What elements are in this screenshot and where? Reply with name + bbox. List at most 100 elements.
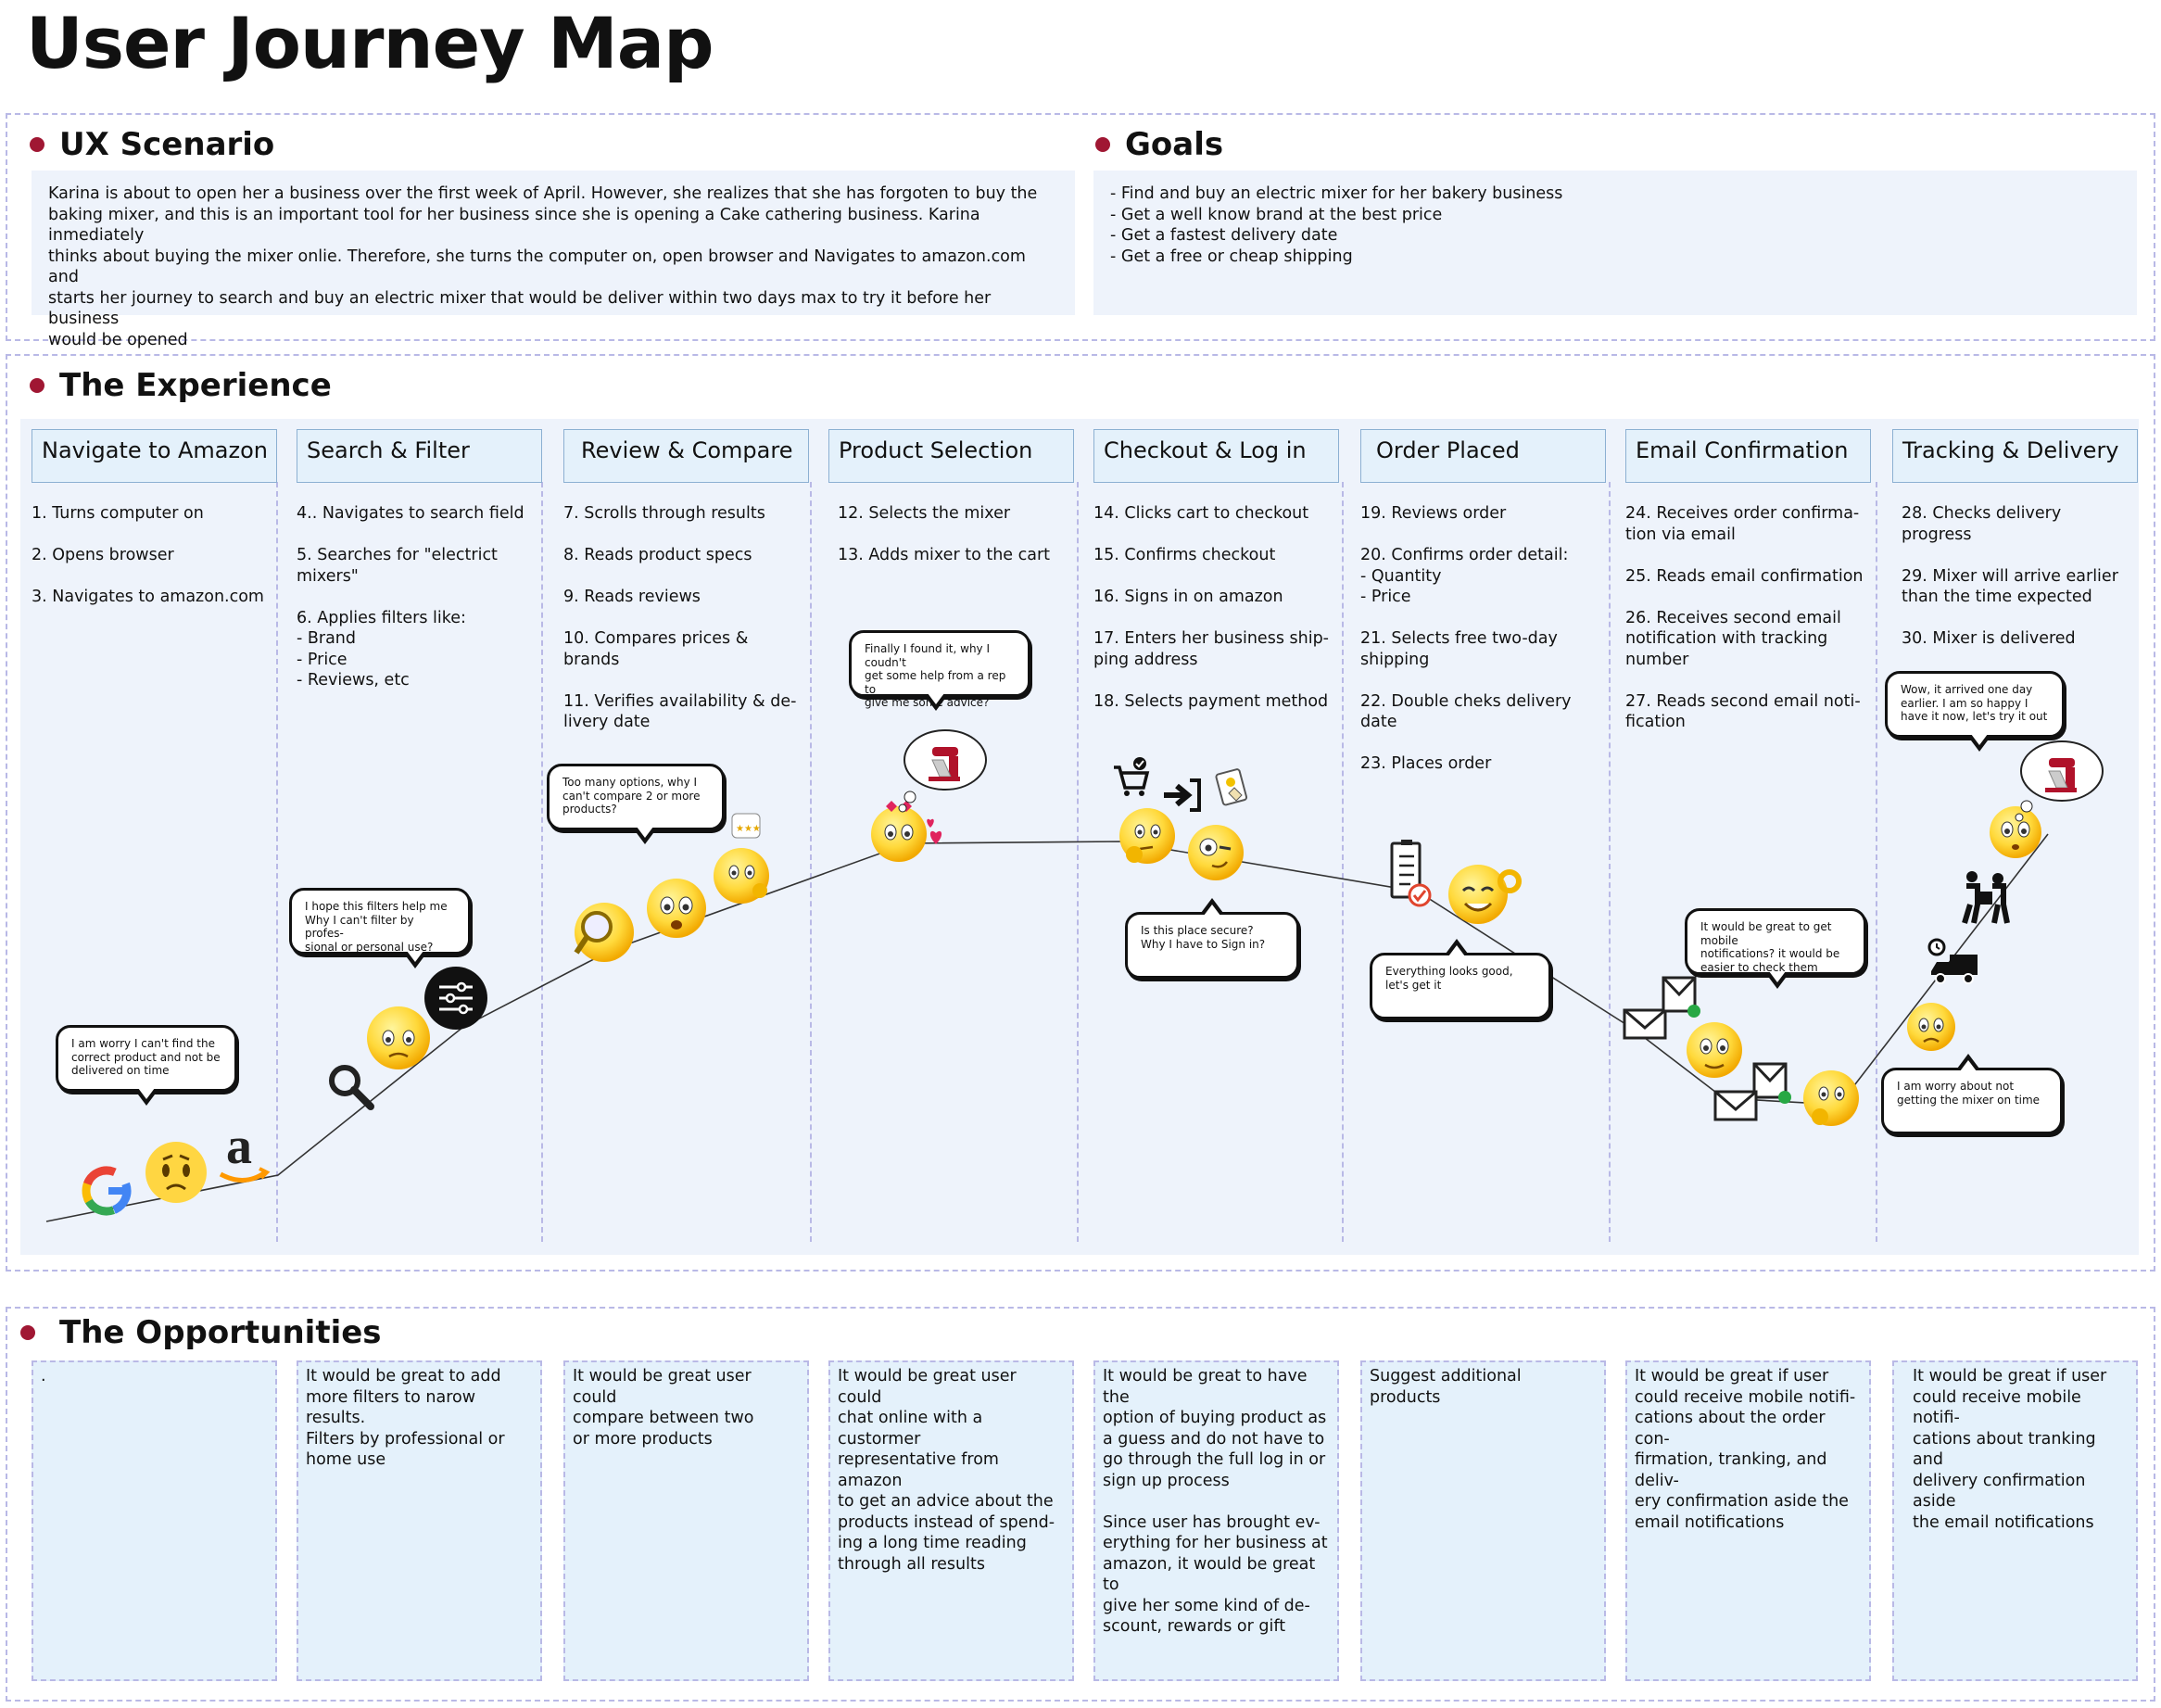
steps-selection: 12. Selects the mixer 13. Adds mixer to … <box>838 504 1051 564</box>
heart-icon <box>927 818 942 844</box>
opportunity-card: It would be great if user could receive … <box>1892 1360 2138 1681</box>
column-divider <box>1342 482 1344 1242</box>
email-icon <box>1623 1008 1667 1040</box>
experience-heading-text: The Experience <box>59 367 332 404</box>
column-divider <box>1609 482 1611 1242</box>
email-icon <box>1752 1062 1791 1104</box>
column-divider <box>810 482 812 1242</box>
column-divider <box>276 482 278 1242</box>
magnifier-icon <box>329 1065 374 1110</box>
steps-search: 4.. Navigates to search field 5. Searche… <box>297 504 524 690</box>
bubble-tail <box>1201 898 1223 913</box>
bubble-tail <box>1766 971 1788 989</box>
worried-emoji <box>1907 1003 1955 1051</box>
goals-heading-text: Goals <box>1125 126 1224 163</box>
experience-frame <box>6 354 2155 1272</box>
bullet-dot <box>30 137 44 152</box>
magnifier-emoji <box>574 903 634 962</box>
surprised-emoji <box>1990 806 2041 858</box>
svg-text:a: a <box>226 1118 252 1175</box>
bubble-tail <box>1968 734 1990 752</box>
filter-icon <box>424 967 487 1030</box>
stage-review: Review & Compare <box>563 429 809 483</box>
steps-order: 19. Reviews order 20. Confirms order det… <box>1360 504 1572 773</box>
svg-text:★★★: ★★★ <box>736 824 761 834</box>
thought-bubble: Wow, it arrived one day earlier. I am so… <box>1885 671 2065 738</box>
goals-heading: Goals <box>1095 126 1223 163</box>
scenario-panel: Karina is about to open her a business o… <box>32 171 1075 349</box>
column-divider <box>1876 482 1877 1242</box>
page-title: User Journey Map <box>26 2 714 84</box>
thought-bubble: I am worry I can't find the correct prod… <box>56 1025 237 1092</box>
steps-checkout: 14. Clicks cart to checkout 15. Confirms… <box>1093 504 1329 711</box>
steps-email: 24. Receives order confirma- tion via em… <box>1625 504 1864 731</box>
goal-item: - Find and buy an electric mixer for her… <box>1110 184 1563 203</box>
steps-review: 7. Scrolls through results 8. Reads prod… <box>563 504 797 731</box>
column-divider <box>1077 482 1079 1242</box>
bubble-tail <box>1446 939 1468 954</box>
experience-heading: The Experience <box>30 367 332 404</box>
opportunity-card: It would be great to have the option of … <box>1093 1360 1339 1681</box>
goals-list: - Find and buy an electric mixer for her… <box>1093 171 2137 280</box>
opportunity-card: It would be great user could chat online… <box>828 1360 1074 1681</box>
stage-navigate: Navigate to Amazon <box>32 429 277 483</box>
stage-checkout: Checkout & Log in <box>1093 429 1339 483</box>
experience-background <box>20 419 2139 1255</box>
stage-order: Order Placed <box>1360 429 1606 483</box>
mixer-thought-icon <box>2015 740 2104 822</box>
stage-selection: Product Selection <box>828 429 1074 483</box>
stage-tracking: Tracking & Delivery <box>1892 429 2138 483</box>
opportunity-card: It would be great user could compare bet… <box>563 1360 809 1681</box>
thought-bubble: I hope this filters help me Why I can't … <box>289 888 471 955</box>
email-icon <box>1662 976 1700 1018</box>
bullet-dot <box>20 1325 35 1340</box>
rating-note-icon: ★★★ <box>731 813 761 839</box>
nervous-emoji <box>367 1006 430 1069</box>
thought-bubble: Is this place secure? Why I have to Sign… <box>1125 912 1299 979</box>
mixer-thought-icon <box>898 729 987 813</box>
surprised-emoji <box>647 879 706 938</box>
scenario-heading: UX Scenario <box>30 126 274 163</box>
email-icon <box>1713 1090 1758 1121</box>
delivery-truck-icon <box>1927 938 1978 984</box>
relieved-emoji <box>1687 1022 1742 1078</box>
bullet-dot <box>30 378 44 393</box>
opportunities-heading: The Opportunities <box>20 1314 382 1351</box>
thought-bubble: It would be great to get mobile notifica… <box>1685 908 1866 975</box>
steps-tracking: 28. Checks delivery progress 29. Mixer w… <box>1902 504 2118 648</box>
cart-icon <box>1114 757 1150 796</box>
thought-bubble: Too many options, why I can't compare 2 … <box>547 764 725 830</box>
scenario-text: Karina is about to open her a business o… <box>48 184 1038 349</box>
amazon-icon: a <box>219 1118 271 1183</box>
thought-bubble: Everything looks good, let's get it <box>1370 953 1551 1019</box>
stage-email: Email Confirmation <box>1625 429 1871 483</box>
column-divider <box>541 482 543 1242</box>
goal-item: - Get a fastest delivery date <box>1110 226 1338 245</box>
goal-item: - Get a free or cheap shipping <box>1110 247 1353 266</box>
login-icon <box>1164 778 1201 812</box>
thought-bubble: Finally I found it, why I coudn't get so… <box>849 630 1030 709</box>
thinking-emoji <box>714 848 769 904</box>
stage-search: Search & Filter <box>297 429 542 483</box>
scenario-heading-text: UX Scenario <box>59 126 275 163</box>
delivery-person-icon <box>1962 871 2010 924</box>
opportunity-card: . <box>32 1360 277 1681</box>
bubble-tail <box>634 827 656 844</box>
worried-emoji <box>145 1142 207 1203</box>
goal-item: - Get a well know brand at the best pric… <box>1110 205 1443 224</box>
payment-icon <box>1215 768 1248 806</box>
bubble-tail <box>404 951 426 968</box>
opportunity-card: It would be great to add more filters to… <box>297 1360 542 1681</box>
thought-bubble: I am worry about not getting the mixer o… <box>1881 1068 2063 1134</box>
thinking-emoji <box>1119 808 1175 864</box>
bubble-tail <box>1957 1054 1979 1069</box>
ok-emoji <box>1448 865 1522 924</box>
google-icon <box>82 1166 132 1216</box>
checklist-icon <box>1390 840 1432 907</box>
thinking-emoji <box>1803 1070 1859 1126</box>
goals-panel: - Find and buy an electric mixer for her… <box>1093 171 2137 315</box>
winking-emoji <box>1188 825 1244 880</box>
steps-navigate: 1. Turns computer on 2. Opens browser 3.… <box>32 504 264 606</box>
bullet-dot <box>1095 137 1110 152</box>
